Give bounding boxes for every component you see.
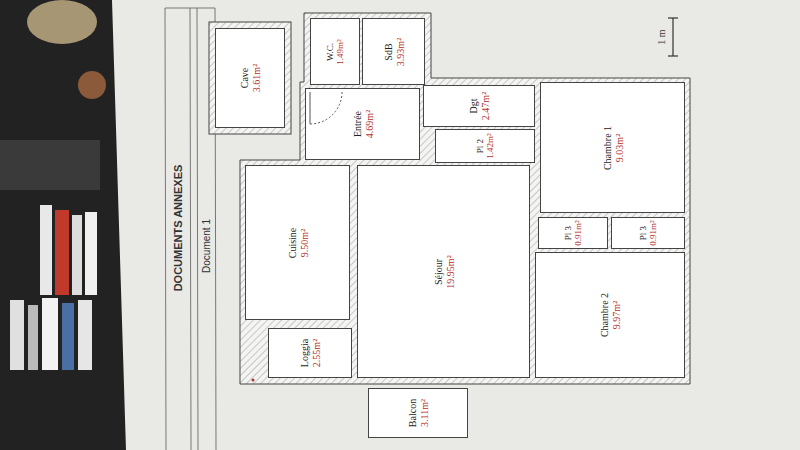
corner-dot: [252, 379, 255, 382]
room-area: 2.55m²: [310, 339, 322, 367]
room-label: Pl 30.91m²: [563, 220, 584, 245]
room-name: Chambre 2: [599, 293, 611, 337]
room-area: 0.91m²: [648, 220, 658, 245]
room-box: Pl 21.42m²: [435, 129, 535, 163]
room-name: Cuisine: [286, 227, 298, 258]
room-box: Entrée4.69m²: [305, 88, 420, 160]
room-box: Chambre 19.03m²: [540, 82, 685, 213]
room-box: Pl 30.91m²: [538, 217, 608, 249]
room-box: Cuisine9.50m²: [245, 165, 350, 320]
room-label: Cave3.61m²: [239, 64, 262, 92]
room-name: Balcon: [407, 399, 419, 427]
room-area: 3.11m²: [418, 399, 430, 427]
room-name: Entrée: [351, 110, 363, 138]
room-label: Balcon3.11m²: [407, 399, 430, 427]
room-box: Balcon3.11m²: [368, 388, 468, 438]
room-label: SdB3.93m²: [382, 37, 405, 65]
room-area: 9.97m²: [610, 293, 622, 337]
room-name: Chambre 1: [601, 125, 613, 169]
room-area: 0.91m²: [573, 220, 583, 245]
wall-outline: [240, 13, 690, 384]
room-label: Séjour19.95m²: [432, 255, 455, 288]
bookshelf-shape: [0, 140, 100, 370]
room-box: Loggia2.55m²: [268, 328, 352, 378]
room-label: Chambre 29.97m²: [599, 293, 622, 337]
room-box: SdB3.93m²: [362, 18, 425, 85]
paper-sheet: [112, 0, 800, 450]
room-label: Cuisine9.50m²: [286, 227, 309, 258]
room-box: Chambre 29.97m²: [535, 252, 685, 378]
room-label: Entrée4.69m²: [351, 110, 374, 138]
room-area: 1.42m²: [485, 133, 495, 158]
photo-background: [0, 0, 130, 450]
room-label: W.C.1.49m²: [325, 39, 346, 64]
room-box: Dgt2.47m²: [423, 85, 535, 127]
room-area: 1.49m²: [335, 39, 345, 64]
room-name: Cave: [239, 64, 251, 92]
room-floor: [215, 18, 685, 438]
room-label: Loggia2.55m²: [299, 339, 322, 367]
room-label: Dgt2.47m²: [468, 92, 491, 120]
room-area: 2.47m²: [479, 92, 491, 120]
document-label: Document 1: [201, 219, 212, 273]
room-name: Pl 2: [475, 133, 485, 158]
room-name: Séjour: [432, 255, 444, 288]
room-area: 19.95m²: [444, 255, 456, 288]
room-label: Chambre 19.03m²: [601, 125, 624, 169]
room-area: 9.03m²: [613, 125, 625, 169]
room-box: Cave3.61m²: [215, 28, 285, 128]
room-name: Pl 3: [563, 220, 573, 245]
scale-bar: [668, 18, 678, 56]
door-symbol: [310, 92, 342, 124]
room-name: Dgt: [468, 92, 480, 120]
room-area: 4.69m²: [363, 110, 375, 138]
room-label: Pl 30.91m²: [638, 220, 659, 245]
room-name: Loggia: [299, 339, 311, 367]
room-box: W.C.1.49m²: [310, 18, 360, 85]
page-title: DOCUMENTS ANNEXES: [172, 165, 184, 292]
room-box: Séjour19.95m²: [357, 165, 530, 378]
room-area: 3.61m²: [250, 64, 262, 92]
lamp-shape: [27, 0, 97, 44]
scale-label: 1 m: [656, 29, 667, 44]
cave-wall: [209, 22, 291, 134]
room-name: Pl 3: [638, 220, 648, 245]
room-name: W.C.: [325, 39, 335, 64]
room-name: SdB: [382, 37, 394, 65]
room-label: Pl 21.42m²: [475, 133, 496, 158]
header-band: [165, 8, 216, 450]
room-area: 9.50m²: [298, 227, 310, 258]
room-box: Pl 30.91m²: [611, 217, 685, 249]
ornament-shape: [78, 71, 106, 99]
room-area: 3.93m²: [394, 37, 406, 65]
